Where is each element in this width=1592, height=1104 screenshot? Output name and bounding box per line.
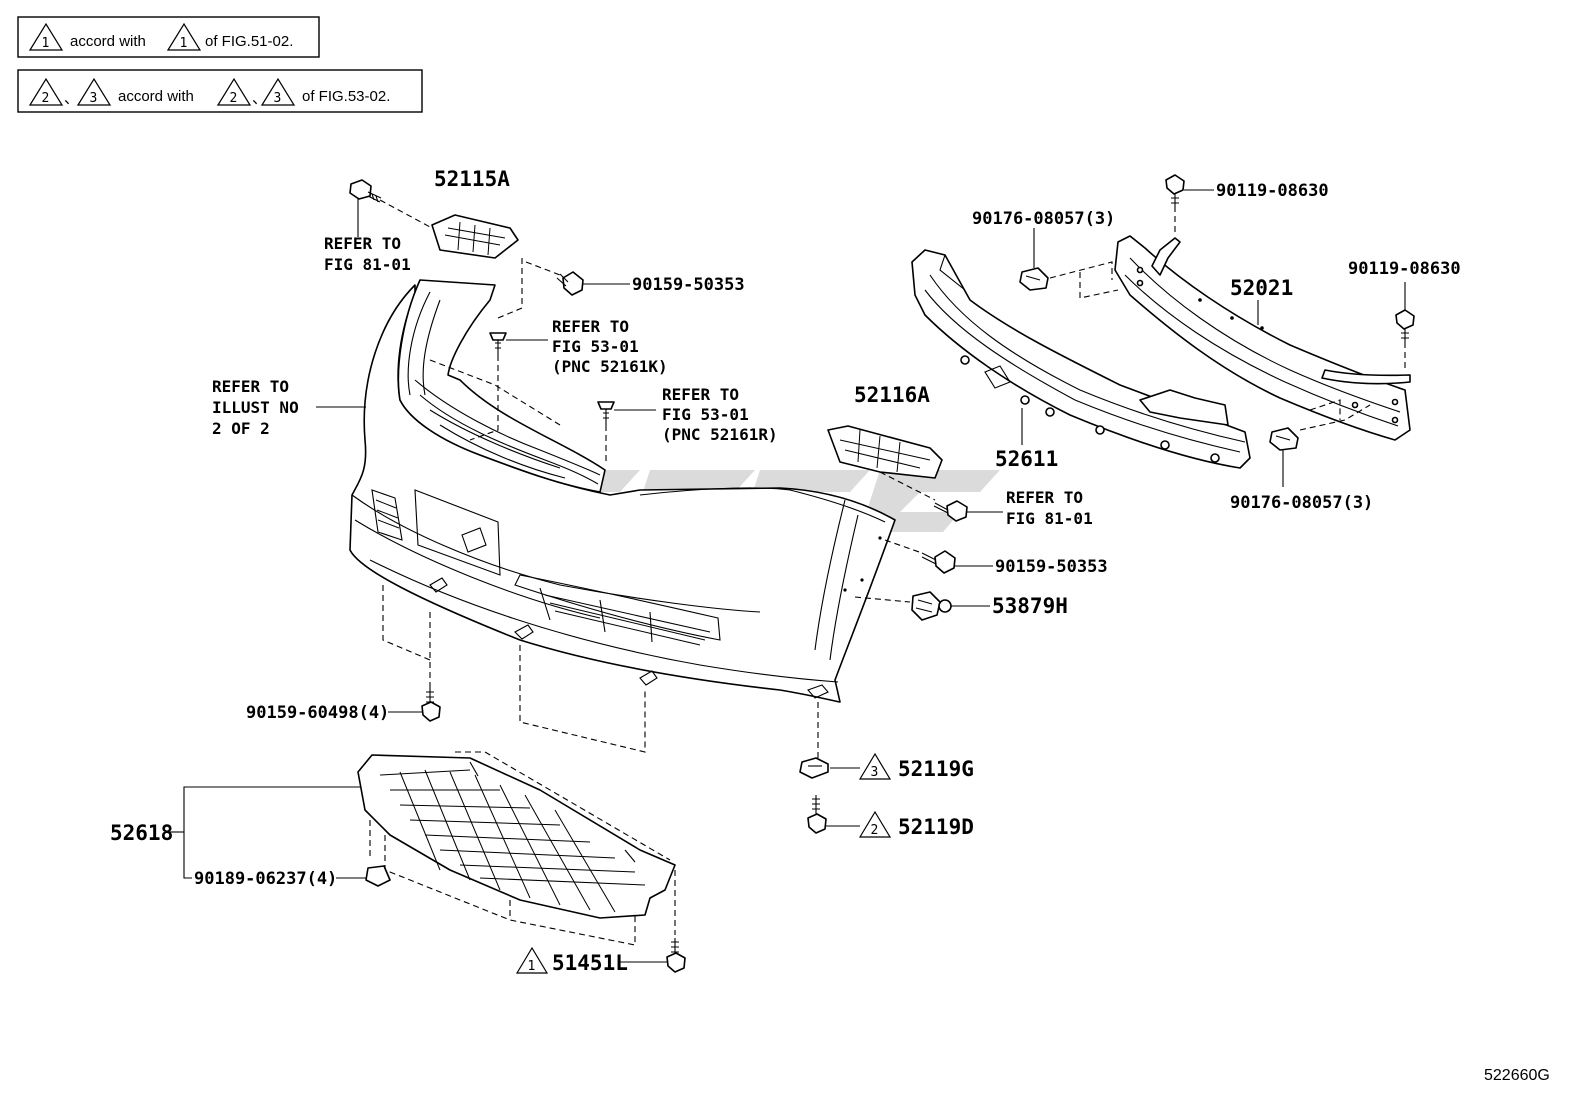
legend-ref-mark: 2 (230, 91, 238, 106)
label-52611: 52611 (995, 447, 1058, 471)
legend-mark: 2 (42, 91, 50, 106)
bolt-icon (807, 795, 827, 834)
clip-icon (597, 401, 615, 425)
bolt-icon (349, 179, 382, 203)
separator-glyph: 、 (64, 90, 79, 107)
legend-note-2: 2 、 3 accord with 2 、 3 of FIG.53-02. (17, 69, 423, 113)
legend-ref-mark: 1 (180, 36, 188, 51)
label-90119-08630: 90119-08630 (1348, 259, 1461, 279)
nut-icon (1269, 427, 1299, 451)
bolt-icon (421, 688, 441, 722)
ref-label-line3: (PNC 52161R) (662, 425, 778, 444)
label-90189-06237: 90189-06237(4) (194, 869, 337, 889)
clip-icon (365, 865, 391, 887)
warning-triangle-icon: 3 (871, 765, 879, 780)
label-90159-50353: 90159-50353 (995, 557, 1108, 577)
energy-absorber-52611 (911, 249, 1251, 469)
ref-label-line2: FIG 81-01 (324, 255, 411, 274)
ref-label-line1: REFER TO (324, 234, 401, 253)
ref-label-line2: FIG 81-01 (1006, 509, 1093, 528)
bracket-52115A (431, 214, 519, 259)
legend-text: accord with (70, 33, 146, 50)
ref-label-line2: ILLUST NO (212, 398, 299, 417)
bolt-icon (666, 938, 686, 973)
ref-label-line2: FIG 53-01 (662, 405, 749, 424)
label-90159-60498: 90159-60498(4) (246, 703, 389, 723)
legend-text: accord with (118, 88, 194, 105)
legend-note-1: 1 accord with 1 of FIG.51-02. (17, 16, 320, 58)
clip-icon (489, 332, 507, 355)
ref-label-line3: (PNC 52161K) (552, 357, 668, 376)
label-52618: 52618 (110, 821, 173, 845)
label-90176-08057: 90176-08057(3) (972, 209, 1115, 229)
nut-icon (911, 591, 952, 621)
legend-mark: 3 (90, 91, 98, 106)
label-52119G: 52119G (898, 757, 974, 781)
ref-label-line3: 2 OF 2 (212, 419, 270, 438)
ref-label-line1: REFER TO (1006, 488, 1083, 507)
label-52115A: 52115A (434, 167, 510, 191)
label-52021: 52021 (1230, 276, 1293, 300)
clip-icon (799, 757, 829, 779)
figure-code: 522660G (1484, 1067, 1550, 1084)
legend-mark: 1 (42, 36, 50, 51)
label-51451L: 51451L (552, 951, 628, 975)
label-52116A: 52116A (854, 383, 930, 407)
ref-label-line2: FIG 53-01 (552, 337, 639, 356)
ref-label-line1: REFER TO (212, 377, 289, 396)
bolt-icon (1395, 309, 1415, 342)
label-52119D: 52119D (898, 815, 974, 839)
label-90159-50353: 90159-50353 (632, 275, 745, 295)
bolt-icon (933, 500, 968, 522)
bumper-reinforcement-52021 (1114, 235, 1411, 441)
engine-under-cover (357, 754, 676, 919)
bolt-icon (921, 550, 956, 574)
bolt-icon (556, 271, 584, 296)
label-90119-08630: 90119-08630 (1216, 181, 1329, 201)
front-bumper-cover (349, 279, 896, 703)
legend-suffix: of FIG.53-02. (302, 88, 390, 105)
nut-icon (1019, 267, 1049, 291)
bracket-52116A (827, 425, 943, 479)
ref-label-line1: REFER TO (662, 385, 739, 404)
ref-label-line1: REFER TO (552, 317, 629, 336)
label-53879H: 53879H (992, 594, 1068, 618)
label-90176-08057: 90176-08057(3) (1230, 493, 1373, 513)
legend-suffix: of FIG.51-02. (205, 33, 293, 50)
bolt-icon (1165, 174, 1185, 206)
warning-triangle-icon: 1 (528, 959, 536, 974)
warning-triangle-icon: 2 (871, 823, 879, 838)
legend-ref-mark: 3 (274, 91, 282, 106)
